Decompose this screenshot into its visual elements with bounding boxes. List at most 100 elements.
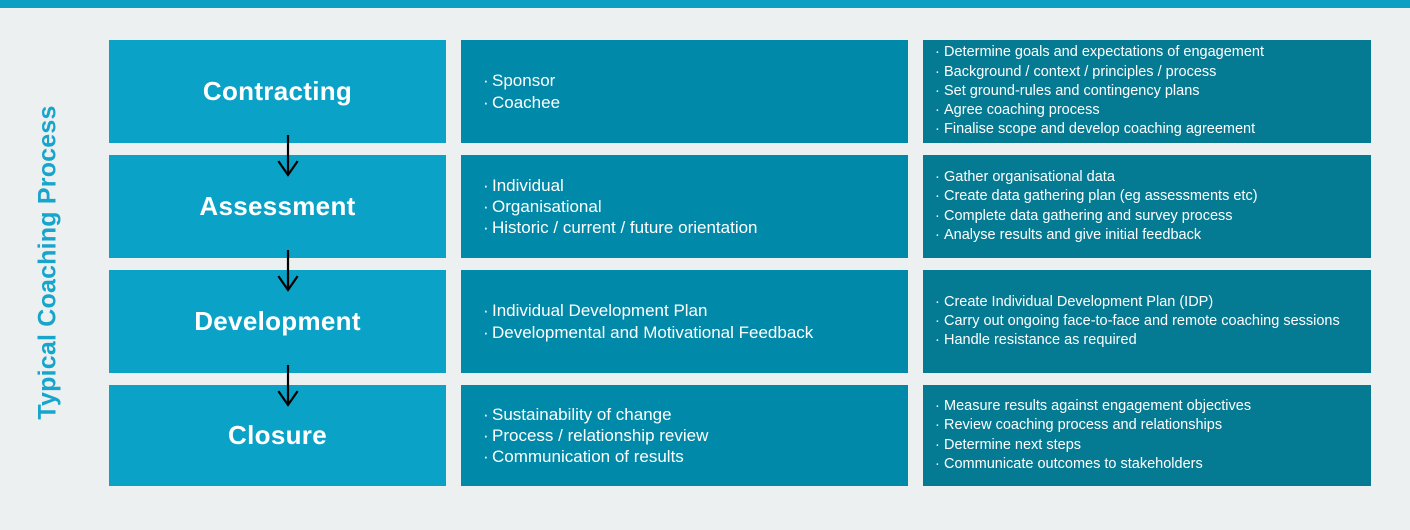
- bullet-dot-icon: ·: [935, 436, 940, 453]
- list-item-text: Historic / current / future orientation: [492, 218, 758, 238]
- list-item: ·Analyse results and give initial feedba…: [935, 226, 1359, 245]
- list-item: ·Communicate outcomes to stakeholders: [935, 455, 1359, 474]
- stage-cell-contracting[interactable]: Contracting: [109, 40, 446, 143]
- list-item: ·Developmental and Motivational Feedback: [483, 322, 886, 343]
- list-item: ·Sustainability of change: [483, 404, 886, 425]
- list-item: ·Organisational: [483, 196, 886, 217]
- bullet-dot-icon: ·: [935, 188, 940, 205]
- list-item-text: Agree coaching process: [944, 102, 1100, 119]
- list-item: ·Create data gathering plan (eg assessme…: [935, 187, 1359, 206]
- list-item-text: Organisational: [492, 196, 602, 216]
- coaching-process-diagram: Typical Coaching Process Contracting ·Sp…: [0, 8, 1410, 530]
- list-item-text: Developmental and Motivational Feedback: [492, 322, 814, 342]
- actions-bullet-list: ·Gather organisational data ·Create data…: [935, 168, 1359, 245]
- bullet-dot-icon: ·: [483, 196, 489, 216]
- bullet-dot-icon: ·: [483, 447, 489, 467]
- bullet-dot-icon: ·: [935, 168, 940, 185]
- list-item-text: Analyse results and give initial feedbac…: [944, 226, 1202, 243]
- stage-cell-assessment[interactable]: Assessment: [109, 155, 446, 258]
- list-item-text: Individual: [492, 175, 564, 195]
- stage-cell-development[interactable]: Development: [109, 270, 446, 373]
- bullet-dot-icon: ·: [483, 322, 489, 342]
- table-row: Closure ·Sustainability of change ·Proce…: [109, 385, 1371, 486]
- process-rows: Contracting ·Sponsor ·Coachee ·Determine…: [109, 40, 1371, 498]
- stage-label: Closure: [228, 420, 327, 450]
- list-item: ·Individual Development Plan: [483, 300, 886, 321]
- actions-cell-development[interactable]: · Create Individual Development Plan (IDP…: [923, 270, 1371, 373]
- list-item: ·Sponsor: [483, 70, 886, 91]
- stage-label: Contracting: [202, 76, 353, 106]
- focus-cell-assessment[interactable]: ·Individual ·Organisational ·Historic / …: [461, 155, 908, 258]
- list-item: ·Historic / current / future orientation: [483, 217, 886, 238]
- list-item: ·Determine goals and expectations of eng…: [935, 43, 1359, 62]
- list-item: ·Review coaching process and relationshi…: [935, 416, 1359, 435]
- list-item: ·Communication of results: [483, 446, 886, 467]
- list-item-text: Complete data gathering and survey proce…: [944, 207, 1233, 224]
- bullet-dot-icon: ·: [935, 82, 940, 99]
- stage-label: Assessment: [199, 191, 356, 221]
- list-item: ·Process / relationship review: [483, 425, 886, 446]
- focus-bullet-list: ·Sponsor ·Coachee: [483, 70, 886, 113]
- list-item: ·Create Individual Development Plan (IDP…: [935, 293, 1359, 312]
- bullet-dot-icon: ·: [483, 71, 489, 91]
- actions-bullet-list: · Create Individual Development Plan (IDP…: [935, 293, 1359, 351]
- list-item: ·Carry out ongoing face-to-face and remo…: [935, 312, 1359, 331]
- diagram-vertical-title-text: Typical Coaching Process: [33, 104, 62, 420]
- list-item-text: Communicate outcomes to stakeholders: [944, 455, 1203, 472]
- actions-bullet-list: ·Measure results against engagement obje…: [935, 397, 1359, 474]
- bullet-dot-icon: ·: [935, 332, 940, 349]
- bullet-dot-icon: ·: [935, 102, 940, 119]
- bullet-dot-icon: ·: [935, 226, 940, 243]
- table-row: Assessment ·Individual ·Organisational ·…: [109, 155, 1371, 258]
- list-item-text: Create Individual Development Plan (IDP): [944, 293, 1214, 310]
- list-item-text: Review coaching process and relationship…: [944, 417, 1223, 434]
- focus-cell-contracting[interactable]: ·Sponsor ·Coachee: [461, 40, 908, 143]
- focus-bullet-list: ·Individual Development Plan ·Developmen…: [483, 300, 886, 343]
- list-item-text: Communication of results: [492, 447, 684, 467]
- focus-bullet-list: ·Sustainability of change ·Process / rel…: [483, 404, 886, 468]
- bullet-dot-icon: ·: [483, 175, 489, 195]
- list-item-text: Sustainability of change: [492, 404, 672, 424]
- top-accent-bar: [0, 0, 1410, 8]
- focus-cell-development[interactable]: ·Individual Development Plan ·Developmen…: [461, 270, 908, 373]
- list-item: ·Determine next steps: [935, 436, 1359, 455]
- actions-cell-assessment[interactable]: ·Gather organisational data ·Create data…: [923, 155, 1371, 258]
- table-row: Contracting ·Sponsor ·Coachee ·Determine…: [109, 40, 1371, 143]
- list-item: ·Finalise scope and develop coaching agr…: [935, 120, 1359, 139]
- bullet-dot-icon: ·: [483, 218, 489, 238]
- bullet-dot-icon: ·: [935, 207, 940, 224]
- focus-cell-closure[interactable]: ·Sustainability of change ·Process / rel…: [461, 385, 908, 486]
- actions-bullet-list: ·Determine goals and expectations of eng…: [935, 43, 1359, 139]
- list-item: ·Agree coaching process: [935, 101, 1359, 120]
- bullet-dot-icon: ·: [935, 63, 940, 80]
- bullet-dot-icon: ·: [935, 121, 940, 138]
- list-item: ·Set ground-rules and contingency plans: [935, 82, 1359, 101]
- list-item: ·Handle resistance as required: [935, 331, 1359, 350]
- list-item-text: Process / relationship review: [492, 425, 709, 445]
- bullet-dot-icon: ·: [483, 92, 489, 112]
- list-item-text: Handle resistance as required: [944, 332, 1137, 349]
- stage-cell-closure[interactable]: Closure: [109, 385, 446, 486]
- list-item: ·Coachee: [483, 92, 886, 113]
- list-item-text: Coachee: [492, 92, 561, 112]
- list-item-text: Finalise scope and develop coaching agre…: [944, 121, 1256, 138]
- list-item-text: Carry out ongoing face-to-face and remot…: [944, 312, 1340, 329]
- bullet-dot-icon: ·: [483, 425, 489, 445]
- actions-cell-contracting[interactable]: ·Determine goals and expectations of eng…: [923, 40, 1371, 143]
- list-item-text: Create data gathering plan (eg assessmen…: [944, 188, 1258, 205]
- bullet-dot-icon: ·: [935, 455, 940, 472]
- list-item: ·Background / context / principles / pro…: [935, 63, 1359, 82]
- list-item: ·Complete data gathering and survey proc…: [935, 207, 1359, 226]
- bullet-dot-icon: ·: [935, 44, 940, 61]
- bullet-dot-icon: ·: [935, 397, 940, 414]
- list-item: ·Measure results against engagement obje…: [935, 397, 1359, 416]
- bullet-dot-icon: ·: [935, 417, 940, 434]
- list-item: ·Individual: [483, 175, 886, 196]
- bullet-dot-icon: ·: [483, 301, 489, 321]
- list-item-text: Set ground-rules and contingency plans: [944, 82, 1200, 99]
- list-item-text: Gather organisational data: [944, 168, 1115, 185]
- actions-cell-closure[interactable]: ·Measure results against engagement obje…: [923, 385, 1371, 486]
- list-item-text: Determine goals and expectations of enga…: [944, 44, 1265, 61]
- table-row: Development ·Individual Development Plan…: [109, 270, 1371, 373]
- list-item-text: Individual Development Plan: [492, 301, 708, 321]
